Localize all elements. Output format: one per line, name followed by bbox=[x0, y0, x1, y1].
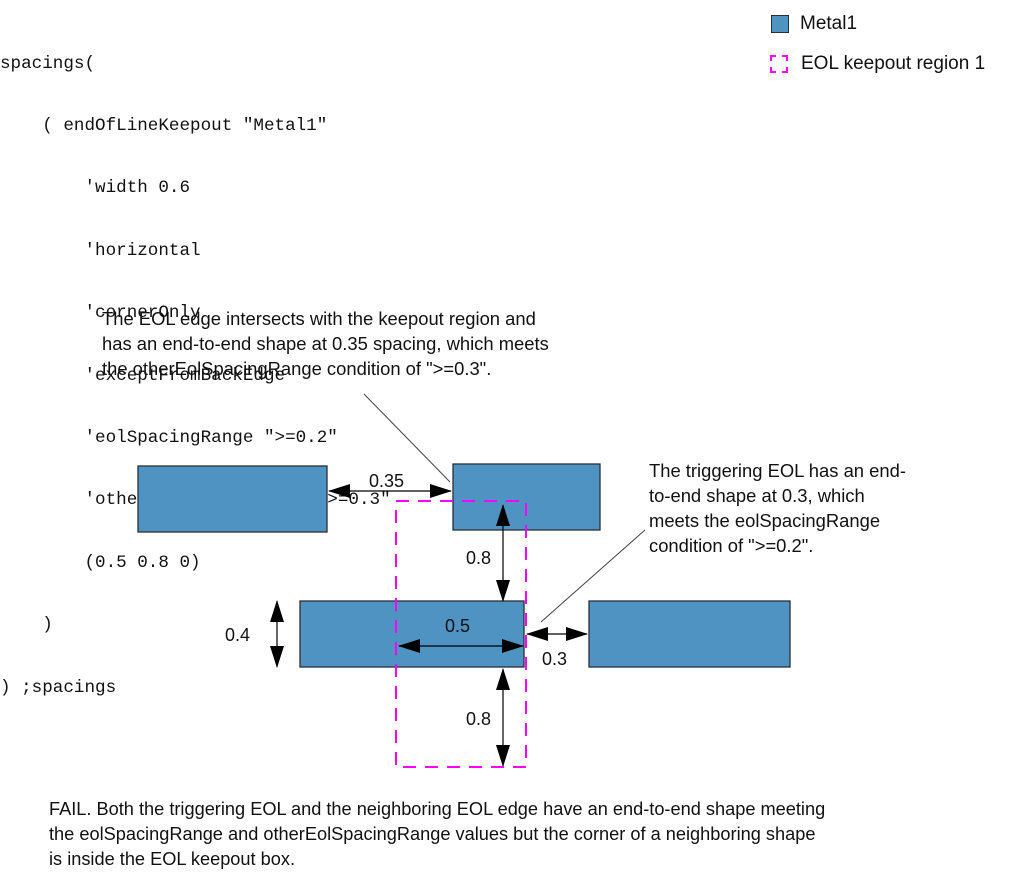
note-triggering-eol: The triggering EOL has an end- to-end sh… bbox=[649, 460, 906, 556]
leader-line-triggering-eol bbox=[540, 529, 646, 623]
code-line: 'horizontal bbox=[0, 240, 201, 261]
code-line: ( endOfLineKeepout "Metal1" bbox=[0, 115, 328, 136]
note-other-eol: The EOL edge intersects with the keepout… bbox=[102, 308, 549, 379]
code-line: 'eolSpacingRange ">=0.2" bbox=[0, 427, 338, 448]
leader-line-other-eol bbox=[363, 393, 451, 483]
code-line: 'width 0.6 bbox=[0, 178, 191, 199]
keepout-swatch-icon bbox=[770, 55, 788, 73]
dim-label-forward-bottom: 0.8 bbox=[466, 709, 491, 729]
legend-item-keepout: EOL keepout region 1 bbox=[770, 53, 985, 75]
dim-label-forward-top: 0.8 bbox=[466, 548, 491, 568]
code-line: ) bbox=[0, 615, 53, 636]
code-line: ) ;spacings bbox=[0, 677, 117, 698]
metal1-swatch-icon bbox=[771, 15, 789, 33]
legend-label: Metal1 bbox=[800, 13, 858, 34]
metal1-shape-right bbox=[588, 600, 791, 668]
legend-item-metal1: Metal1 bbox=[771, 13, 857, 35]
code-line: 'exceptFromBackEdge bbox=[0, 365, 286, 386]
metal1-shape-triggering bbox=[299, 600, 525, 668]
dim-label-eol-gap: 0.3 bbox=[542, 649, 567, 669]
dim-label-top-gap: 0.35 bbox=[369, 471, 404, 491]
legend-label: EOL keepout region 1 bbox=[801, 53, 986, 74]
metal1-shape-top-left bbox=[137, 465, 328, 533]
code-line: spacings( bbox=[0, 53, 96, 74]
dim-label-width: 0.4 bbox=[225, 625, 250, 645]
result-caption: FAIL. Both the triggering EOL and the ne… bbox=[49, 799, 826, 869]
dim-label-backward: 0.5 bbox=[445, 616, 470, 636]
metal1-shape-top-right bbox=[452, 463, 601, 531]
code-line: (0.5 0.8 0) bbox=[0, 552, 201, 573]
code-line: 'cornerOnly bbox=[0, 303, 201, 324]
